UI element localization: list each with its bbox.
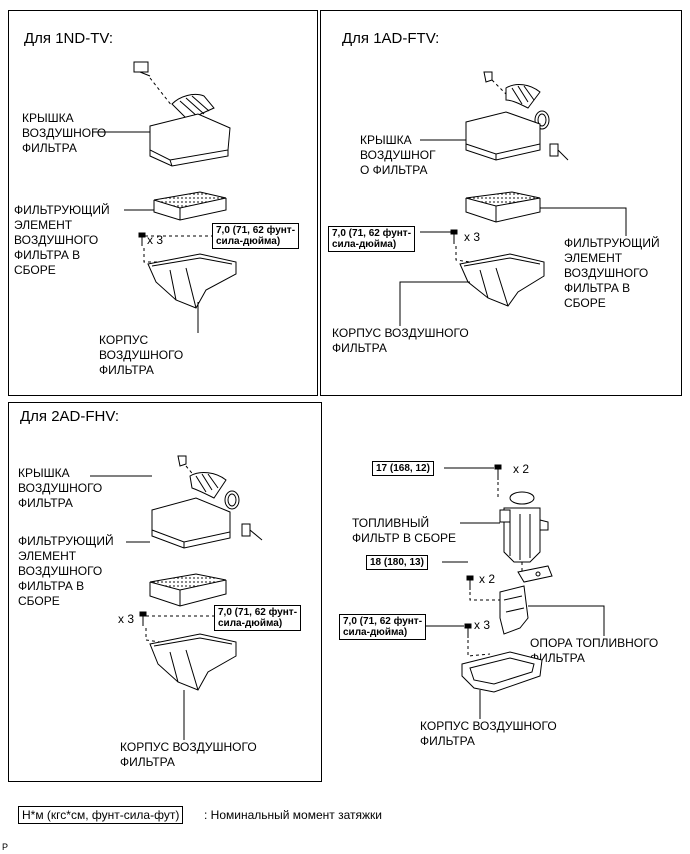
- p4-bolt-low-icon: [464, 623, 472, 638]
- p2-seal-ring-icon: [534, 110, 550, 130]
- p1-torque-box: 7,0 (71, 62 фунт-сила-дюйма): [212, 223, 300, 249]
- p2-bolt-icon: [450, 229, 458, 244]
- p4-mult-mid: x 2: [479, 572, 496, 586]
- legend-description: : Номинальный момент затяжки: [204, 808, 382, 822]
- p3-bolt-icon: [139, 611, 147, 626]
- p4-fuel-filter-icon: [499, 491, 549, 563]
- p2-filter-housing-icon: [459, 253, 545, 307]
- p2-connector-icon: [549, 143, 569, 161]
- p4-mult-low: x 3: [474, 618, 491, 632]
- p3-seal-ring-icon: [224, 490, 240, 510]
- p4-bolt-mid-icon: [466, 575, 474, 590]
- panel-2-title: Для 1AD-FTV:: [342, 30, 440, 47]
- panel-1ad-ftv: [320, 10, 682, 396]
- p3-torque-box: 7,0 (71, 62 фунт-сила-дюйма): [214, 605, 302, 631]
- p1-filter-housing-icon: [147, 253, 237, 309]
- p2-filter-element-icon: [465, 191, 541, 223]
- p3-bolt-multiplier: x 3: [118, 612, 135, 626]
- p1-connector-icon: [133, 61, 151, 77]
- legend-torque-unit-box: Н*м (кгс*см, фунт-сила-фут): [18, 806, 184, 824]
- p2-torque-box: 7,0 (71, 62 фунт-сила-дюйма): [328, 226, 416, 252]
- p3-filter-element-icon: [149, 573, 227, 607]
- p3-connector-icon: [241, 523, 263, 541]
- p2-clip-icon: [483, 71, 493, 83]
- p2-intake-hose-icon: [505, 84, 541, 109]
- p1-filter-element-icon: [153, 191, 227, 221]
- panel-3-title: Для 2AD-FHV:: [20, 408, 119, 425]
- panel-2ad-fhv: [8, 402, 322, 782]
- p4-filter-bracket-icon: [499, 585, 529, 635]
- p4-connector-icon: [517, 565, 553, 583]
- p3-intake-hose-icon: [189, 472, 227, 499]
- p4-filter-housing-icon: [461, 651, 543, 693]
- corner-mark: P: [2, 842, 9, 852]
- p3-filter-housing-icon: [149, 633, 237, 691]
- p1-filter-cover-icon: [149, 113, 231, 167]
- p1-bolt-icon: [138, 232, 146, 246]
- p4-torque-low: 7,0 (71, 62 фунт-сила-дюйма): [339, 614, 427, 640]
- p4-torque-top: 17 (168, 12): [372, 461, 434, 476]
- p4-bolt-top-icon: [494, 464, 502, 480]
- p3-filter-cover-icon: [151, 497, 231, 549]
- p2-filter-cover-icon: [465, 111, 541, 161]
- panel-1nd-tv: [8, 10, 318, 396]
- p4-mult-top: x 2: [513, 462, 530, 476]
- p2-bolt-multiplier: x 3: [464, 230, 481, 244]
- panel-1-title: Для 1ND-TV:: [24, 30, 113, 47]
- p4-torque-mid: 18 (180, 13): [366, 555, 428, 570]
- p3-clip-icon: [177, 455, 187, 467]
